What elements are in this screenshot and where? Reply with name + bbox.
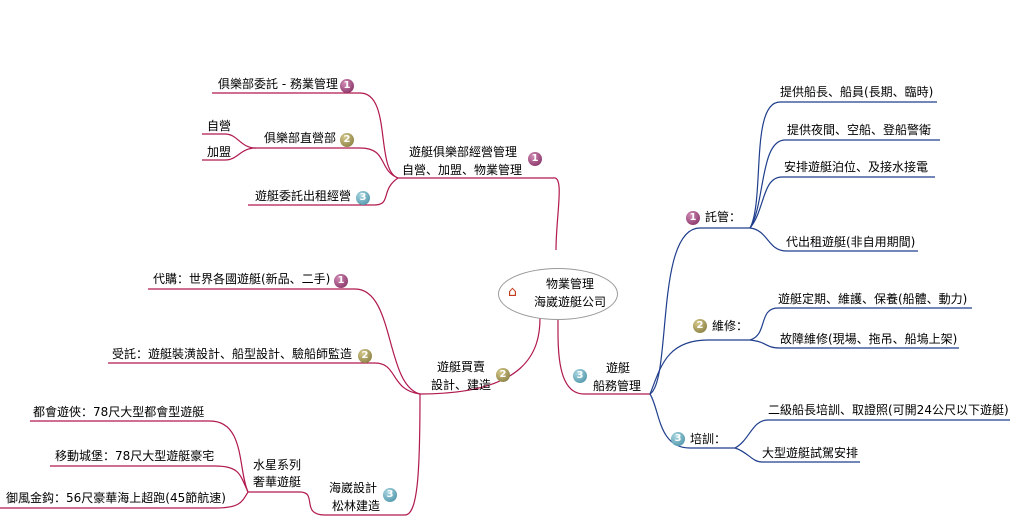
connector-series-item1 [30,420,249,493]
house-icon: ⌂ [508,284,517,300]
connector-training-item2 [734,447,860,463]
right-title-line2[interactable]: 船務管理 [593,379,642,393]
connector-right-repair [649,339,750,395]
badge-1-trust: 1 [686,211,700,225]
badge-3-design: 3 [383,488,397,502]
repair-label[interactable]: 維修： [712,319,749,333]
connector-repair-item2 [749,339,959,349]
center-title-line1: 物業管理 [545,277,594,291]
trade-title-line1[interactable]: 遊艇買賣 [437,360,486,374]
design-title-line1[interactable]: 海崴設計 [329,481,378,495]
badge-2-trade-item: 2 [358,349,372,363]
series-title-line2[interactable]: 奢華遊艇 [253,475,302,489]
trade-item-1[interactable]: 代購：世界各國遊艇(新品、二手) [153,272,331,286]
badge-2-repair: 2 [693,319,707,333]
trust-item-1[interactable]: 提供船長、船員(長期、臨時) [780,85,934,99]
connector-club-item1 [212,92,399,179]
repair-item-1[interactable]: 遊艇定期、維護、保養(船體、動力) [778,292,968,306]
trade-item-2[interactable]: 受託：遊艇裝潢設計、船型設計、驗船師監造 [112,347,353,361]
connector-trust-item2 [749,139,940,229]
badge-2-trade: 2 [496,368,510,382]
right-title-line1[interactable]: 遊艇 [606,361,631,375]
connector-series-item2 [50,465,249,493]
repair-item-2[interactable]: 故障維修(現場、拖吊、船塢上架) [780,332,958,346]
connector-series-item3 [0,491,249,509]
trade-title-line2[interactable]: 設計、建造 [431,378,492,392]
connector-trade-item1 [148,288,421,395]
connector-trust-item3 [749,176,935,229]
series-item-1[interactable]: 都會遊俠：78尺大型都會型遊艇 [33,405,205,419]
connector-direct-self [202,133,257,149]
connector-design-series [248,491,326,516]
connector-center-trade [419,317,541,395]
series-title-line1[interactable]: 水星系列 [253,458,302,472]
connector-repair-item1 [749,307,972,341]
series-item-2[interactable]: 移動城堡：78尺大型遊艇豪宅 [55,449,215,463]
connector-trust-item1 [749,101,937,229]
club-item-3[interactable]: 遊艇委託出租經營 [255,189,352,203]
series-item-3[interactable]: 御風金鈎：56尺豪華海上超跑(45節航速) [6,491,226,505]
connector-right-training [649,393,735,449]
connector-trade-item2 [108,362,421,395]
connector-center-design [325,393,421,516]
badge-1-club-item: 1 [340,79,354,93]
connector-center-club [398,177,560,251]
connector-center-right [557,317,650,395]
trust-item-3[interactable]: 安排遊艇泊位、及接水接電 [784,160,929,174]
badge-3-club-item: 3 [356,191,370,205]
connector-training-item1 [734,419,1010,449]
training-label[interactable]: 培訓： [690,432,727,446]
club-title-line1[interactable]: 遊艇俱樂部經營管理 [409,145,518,159]
club-item-2-franchise[interactable]: 加盟 [207,145,232,159]
badge-3-training: 3 [671,432,685,446]
trust-item-2[interactable]: 提供夜間、空船、登船警衛 [787,123,932,137]
trust-label[interactable]: 託管： [705,210,742,224]
connector-direct-franchise [202,147,257,161]
connector-club-item2 [256,147,399,179]
connector-club-item3 [248,177,399,206]
design-title-line2[interactable]: 松林建造 [332,499,381,513]
connector-trust-item4 [749,227,918,252]
club-item-2[interactable]: 俱樂部直營部 [264,131,337,145]
badge-3-right: 3 [573,369,587,383]
center-node[interactable] [498,268,618,320]
club-item-2-self[interactable]: 自營 [207,119,232,133]
club-title-line2[interactable]: 自營、加盟、物業管理 [402,163,523,177]
training-item-1[interactable]: 二級船長培訓、取證照(可開24公尺以下遊艇) [768,403,1009,417]
trust-item-4[interactable]: 代出租遊艇(非自用期間) [786,235,916,249]
badge-1-trade-item: 1 [334,274,348,288]
badge-2-club-item: 2 [340,133,354,147]
training-item-2[interactable]: 大型遊艇試駕安排 [762,446,859,460]
club-item-1[interactable]: 俱樂部委託 - 務業管理 [218,77,338,91]
connector-right-trust [649,227,750,395]
center-title-line2: 海崴遊艇公司 [533,295,606,309]
badge-1-club: 1 [528,152,542,166]
